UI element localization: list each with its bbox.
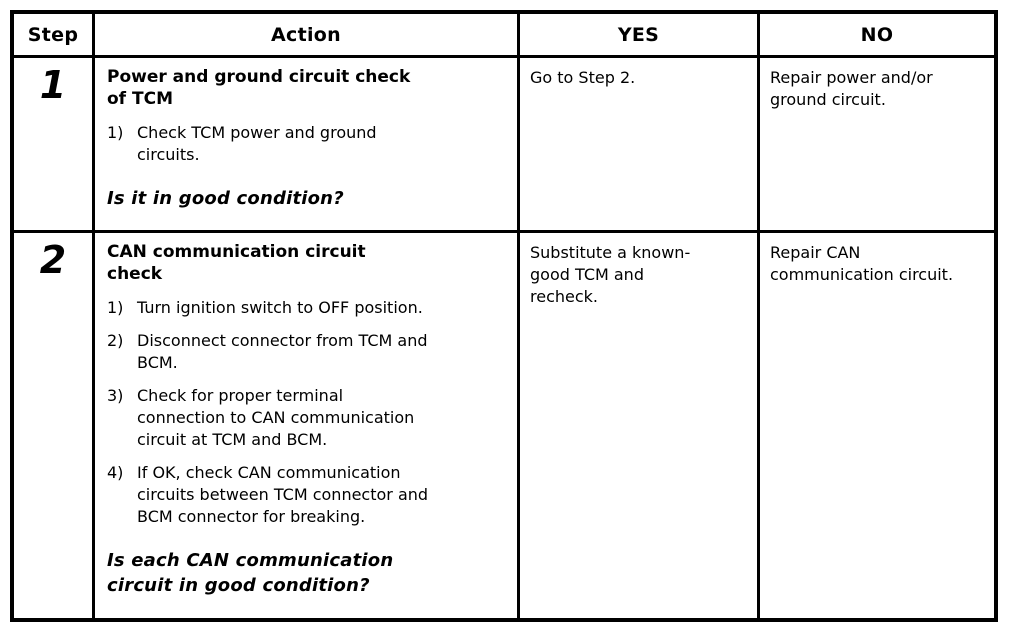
list-item: 4) If OK, check CAN communication circui… (107, 462, 505, 528)
list-item-number: 1) (107, 123, 124, 142)
list-item: 1) Check TCM power and ground circuits. (107, 122, 505, 166)
row2-yes-cell: Substitute a known-good TCM and recheck. (520, 233, 760, 618)
row2-yes-text: Substitute a known-good TCM and recheck. (530, 243, 691, 306)
row1-no-text: Repair power and/or ground circuit. (770, 68, 933, 109)
header-action: Action (95, 14, 520, 58)
row1-action-question: Is it in good condition? (107, 188, 344, 209)
list-item-number: 3) (107, 386, 124, 405)
row2-action-cell: CAN communication circuit check 1) Turn … (95, 233, 520, 618)
list-item-text: If OK, check CAN communication circuits … (137, 463, 429, 526)
list-item-number: 1) (107, 298, 124, 317)
row2-action-question: Is each CAN communication circuit in goo… (107, 550, 394, 596)
header-no: NO (760, 14, 994, 58)
row2-no-cell: Repair CAN communication circuit. (760, 233, 994, 618)
row1-yes-text: Go to Step 2. (530, 68, 636, 87)
row1-step-number: 1 (14, 58, 95, 233)
row1-no-cell: Repair power and/or ground circuit. (760, 58, 994, 233)
list-item: 2) Disconnect connector from TCM and BCM… (107, 330, 505, 374)
list-item-number: 4) (107, 463, 124, 482)
header-yes: YES (520, 14, 760, 58)
row2-step-number: 2 (14, 233, 95, 618)
row2-action-title: CAN communication circuit check (107, 242, 366, 284)
list-item-text: Check for proper terminal connection to … (137, 386, 415, 449)
header-step: Step (14, 14, 95, 58)
list-item: 1) Turn ignition switch to OFF position. (107, 297, 505, 319)
list-item-number: 2) (107, 331, 124, 350)
list-item-text: Disconnect connector from TCM and BCM. (137, 331, 428, 372)
list-item-text: Check TCM power and ground circuits. (137, 123, 377, 164)
diagnostic-steps-table: Step Action YES NO 1 Power and ground ci… (10, 10, 998, 622)
list-item: 3) Check for proper terminal connection … (107, 385, 505, 451)
row2-action-list: 1) Turn ignition switch to OFF position.… (107, 297, 505, 528)
row1-action-cell: Power and ground circuit check of TCM 1)… (95, 58, 520, 233)
row1-action-list: 1) Check TCM power and ground circuits. (107, 122, 505, 166)
row2-no-text: Repair CAN communication circuit. (770, 243, 954, 284)
row1-action-title: Power and ground circuit check of TCM (107, 67, 411, 109)
row1-yes-cell: Go to Step 2. (520, 58, 760, 233)
list-item-text: Turn ignition switch to OFF position. (137, 298, 423, 317)
